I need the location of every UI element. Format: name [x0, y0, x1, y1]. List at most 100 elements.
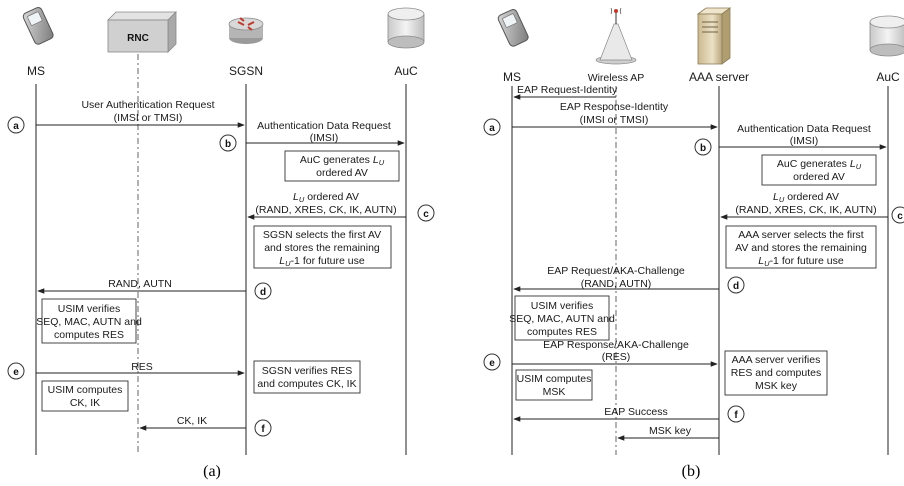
note-text: MSK key: [755, 380, 798, 392]
note-text: SGSN selects the first AV: [263, 229, 381, 241]
note-box: [253, 225, 392, 269]
step-marker: [891, 206, 904, 224]
note-text: SEQ, MAC, AUTN and: [36, 316, 142, 328]
step-label: c: [423, 209, 429, 220]
note-text: computes RES: [527, 326, 597, 338]
note-text: ordered AV: [793, 171, 845, 183]
message-label: (RAND, AUTN): [581, 278, 652, 290]
note-box: [41, 380, 129, 412]
message-label: EAP Request/AKA-Challenge: [547, 265, 685, 277]
note-box: [514, 295, 610, 341]
step-marker: [417, 204, 435, 222]
note-text: LU-1 for future use: [279, 255, 365, 268]
note-text: RES and computes: [731, 367, 821, 379]
note-box: [253, 360, 361, 394]
entity-auc: AuC: [876, 70, 900, 84]
server-icon: [696, 7, 732, 65]
message-label: (IMSI): [790, 135, 819, 147]
note-text: ordered AV: [316, 167, 368, 179]
note-text: AV and stores the remaining: [735, 242, 867, 254]
message-label: User Authentication Request: [81, 99, 214, 111]
step-marker: [219, 134, 237, 152]
database-icon: [387, 7, 425, 49]
entity-auc: AuC: [394, 64, 418, 78]
note-text: SGSN verifies RES: [262, 365, 352, 377]
database-icon: [869, 15, 904, 57]
step-marker: [254, 282, 272, 300]
note-text: USIM computes: [517, 373, 592, 385]
panel-a: RNC MS SGSN AuC User Authentication Requ…: [7, 7, 435, 480]
step-label: c: [897, 211, 903, 222]
message-label: MSK key: [649, 425, 692, 437]
note-text: USIM verifies: [531, 300, 593, 312]
step-label: a: [489, 123, 495, 134]
message-label: (RES): [602, 351, 631, 363]
message-label: (RAND, XRES, CK, IK, AUTN): [255, 204, 396, 216]
rnc-label: RNC: [127, 33, 149, 44]
message-label: EAP Response-Identity: [560, 101, 669, 113]
note-text: AAA server selects the first: [738, 229, 864, 241]
note-box: [515, 369, 593, 401]
step-marker: [727, 405, 745, 423]
step-label: b: [700, 143, 706, 154]
step-marker: [483, 118, 501, 136]
step-label: b: [225, 139, 231, 150]
note-text: SEQ, MAC, AUTN and: [509, 313, 615, 325]
entity-ms: MS: [27, 64, 45, 78]
message-label: (IMSI or TMSI): [580, 114, 649, 126]
step-label: d: [733, 281, 739, 292]
step-marker: [483, 353, 501, 371]
mobile-phone-icon: [497, 9, 529, 47]
note-box: [724, 350, 828, 396]
panel-caption: (a): [203, 463, 221, 480]
note-text: LU-1 for future use: [758, 255, 844, 268]
note-box: [41, 298, 137, 344]
message-label: (IMSI): [310, 132, 339, 144]
step-marker: [7, 116, 25, 134]
note-text: MSK: [543, 386, 566, 398]
note-text: CK, IK: [70, 397, 100, 409]
note-text: USIM computes: [48, 384, 123, 396]
note-text: computes RES: [54, 329, 124, 341]
entity-aaa-server: AAA server: [689, 70, 749, 84]
note-text: AuC generates LU: [300, 154, 385, 167]
step-marker: [254, 419, 272, 437]
message-label: EAP Request-Identity: [517, 84, 618, 96]
message-label: EAP Success: [604, 406, 667, 418]
entity-wireless-ap: Wireless AP: [588, 72, 645, 84]
step-label: f: [261, 424, 265, 435]
note-text: and computes CK, IK: [257, 378, 356, 390]
panel-b: MS Wireless AP AAA server AuC EAP Reques…: [483, 7, 904, 480]
message-label: EAP Response/AKA-Challenge: [543, 339, 689, 351]
step-marker: [694, 138, 712, 156]
step-label: e: [13, 367, 19, 378]
message-label: Authentication Data Request: [737, 123, 871, 135]
message-label: Authentication Data Request: [257, 120, 391, 132]
panel-caption: (b): [682, 463, 701, 480]
step-marker: [727, 276, 745, 294]
router-icon: [228, 17, 264, 44]
entity-ms: MS: [503, 70, 521, 84]
message-label: (IMSI or TMSI): [114, 112, 183, 124]
note-box: [761, 154, 877, 186]
note-text: AAA server verifies: [732, 354, 821, 366]
step-label: a: [13, 121, 19, 132]
message-label: LU ordered AV: [773, 191, 839, 204]
message-label: CK, IK: [177, 415, 207, 427]
message-label: RES: [131, 361, 153, 373]
mobile-phone-icon: [22, 7, 54, 45]
step-marker: [7, 362, 25, 380]
rnc-box-icon: RNC: [107, 11, 177, 53]
note-text: USIM verifies: [58, 303, 120, 315]
note-box: [725, 225, 877, 269]
wireless-ap-icon: [595, 7, 637, 65]
entity-sgsn: SGSN: [229, 64, 263, 78]
message-label: (RAND, XRES, CK, IK, AUTN): [735, 204, 876, 216]
step-label: e: [489, 358, 495, 369]
message-label: LU ordered AV: [293, 191, 359, 204]
step-label: d: [260, 287, 266, 298]
note-text: AuC generates LU: [777, 158, 862, 171]
step-label: f: [734, 410, 738, 421]
note-text: and stores the remaining: [264, 242, 380, 254]
